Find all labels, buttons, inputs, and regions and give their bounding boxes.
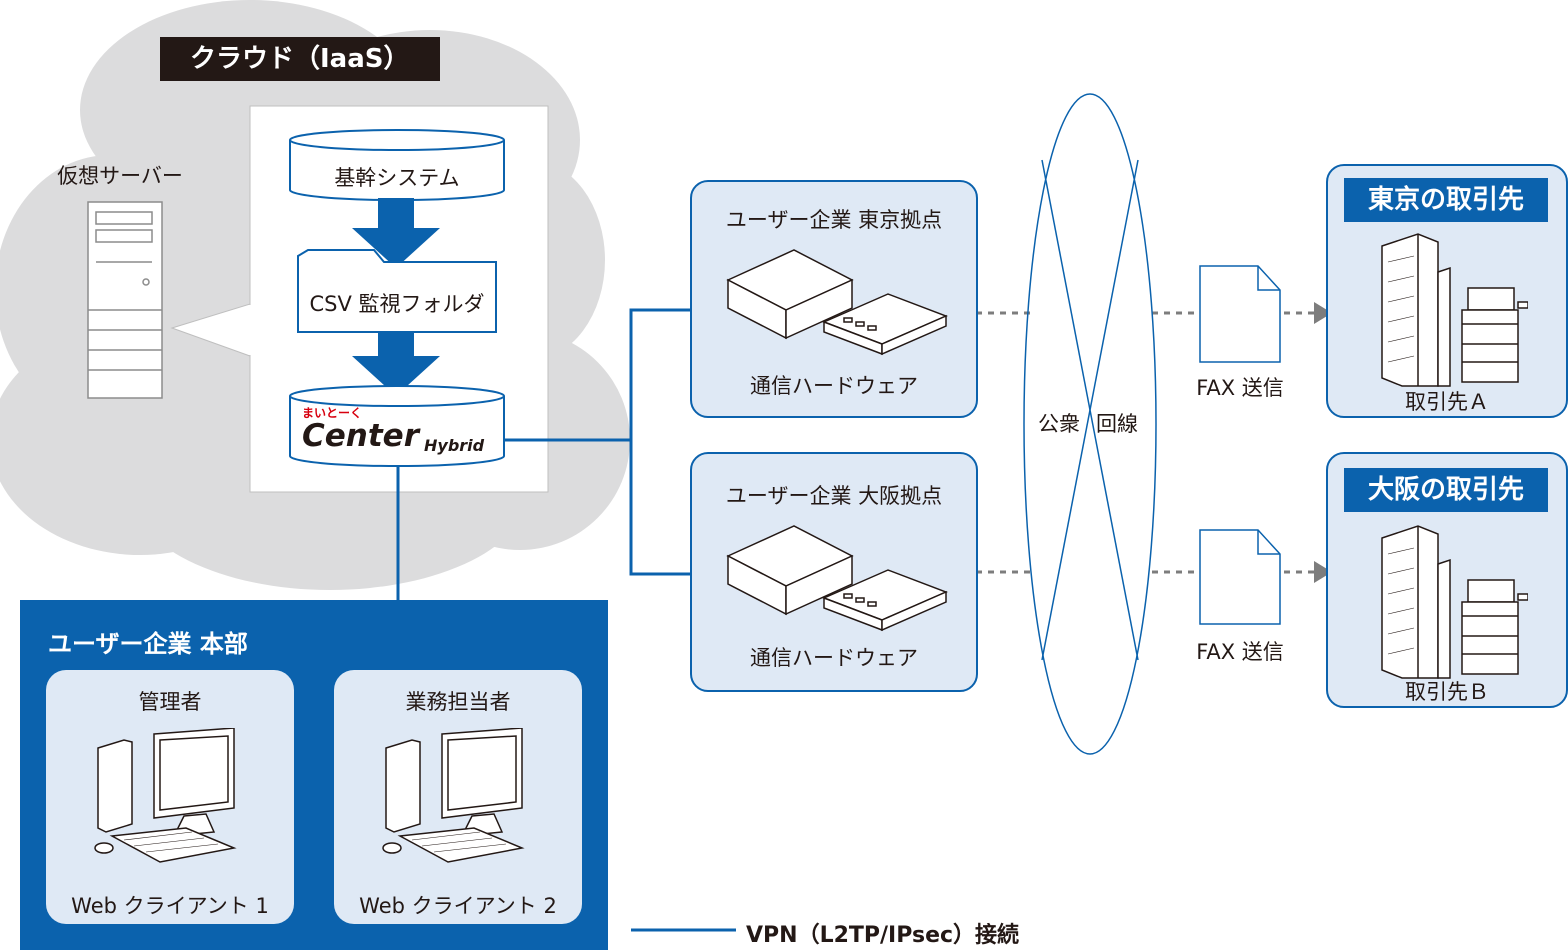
folder-icon bbox=[297, 249, 497, 333]
public-line-ellipse bbox=[1023, 93, 1157, 755]
document-icon bbox=[1199, 265, 1281, 363]
arrow-right-icon bbox=[1314, 302, 1332, 324]
document-icon bbox=[1199, 529, 1281, 625]
core-system-cylinder bbox=[289, 129, 505, 201]
cloud-title: クラウド（IaaS） bbox=[160, 37, 440, 81]
client-role: 管理者 bbox=[138, 690, 202, 714]
hardware-icon bbox=[726, 525, 948, 632]
fax-label: FAX 送信 bbox=[1196, 640, 1284, 664]
site-box-tokyo: ユーザー企業 東京拠点 通信ハードウェア bbox=[690, 180, 978, 418]
building-icon bbox=[1381, 233, 1528, 387]
core-system-label: 基幹システム bbox=[334, 166, 460, 190]
pc-icon bbox=[94, 728, 237, 863]
site-title: ユーザー企業 東京拠点 bbox=[725, 208, 943, 232]
site-box-osaka: ユーザー企業 大阪拠点 通信ハードウェア bbox=[690, 452, 978, 692]
client-label: Web クライアント 2 bbox=[359, 894, 557, 918]
arrow-down-icon bbox=[352, 330, 440, 396]
hardware-icon bbox=[726, 249, 948, 356]
hardware-label: 通信ハードウェア bbox=[750, 374, 918, 398]
client-role: 業務担当者 bbox=[405, 690, 511, 714]
fax-label: FAX 送信 bbox=[1196, 376, 1284, 400]
hardware-label: 通信ハードウェア bbox=[750, 646, 918, 670]
pc-icon bbox=[382, 728, 525, 863]
logo-sub-text: Hybrid bbox=[424, 436, 485, 455]
partner-banner: 東京の取引先 bbox=[1344, 178, 1548, 222]
partner-box-a: 東京の取引先 取引先Ａ bbox=[1326, 164, 1568, 418]
logo-main-text: Center bbox=[302, 418, 419, 454]
arrow-down-icon bbox=[352, 198, 440, 268]
dotted-links bbox=[976, 311, 1316, 574]
public-line-label-right: 回線 bbox=[1096, 412, 1138, 436]
arrow-right-icon bbox=[1314, 561, 1332, 583]
partner-banner: 大阪の取引先 bbox=[1344, 468, 1548, 512]
partner-name: 取引先Ｂ bbox=[1405, 680, 1489, 704]
hq-title: ユーザー企業 本部 bbox=[48, 630, 248, 658]
center-hybrid-logo: まいとーく Center Hybrid bbox=[302, 404, 494, 460]
vpn-connectors bbox=[396, 308, 736, 932]
building-icon bbox=[1381, 525, 1528, 679]
virtual-server-label: 仮想サーバー bbox=[57, 164, 183, 188]
logo-small-text: まいとーく bbox=[302, 406, 363, 420]
public-line-label-left: 公衆 bbox=[1038, 412, 1080, 436]
client-label: Web クライアント 1 bbox=[71, 894, 269, 918]
legend-label: VPN（L2TP/IPsec）接続 bbox=[746, 923, 1020, 948]
client-box-admin: 管理者 Web クライアント 1 bbox=[46, 670, 294, 924]
server-icon bbox=[87, 201, 163, 399]
site-title: ユーザー企業 大阪拠点 bbox=[725, 484, 943, 508]
csv-folder-label: CSV 監視フォルダ bbox=[309, 292, 485, 316]
partner-name: 取引先Ａ bbox=[1405, 390, 1489, 414]
partner-box-b: 大阪の取引先 取引先Ｂ bbox=[1326, 452, 1568, 708]
center-hybrid-cylinder bbox=[289, 385, 505, 467]
hq-panel: ユーザー企業 本部 管理者 Web クライアント 1 bbox=[20, 600, 608, 950]
client-box-staff: 業務担当者 Web クライアント 2 bbox=[334, 670, 582, 924]
